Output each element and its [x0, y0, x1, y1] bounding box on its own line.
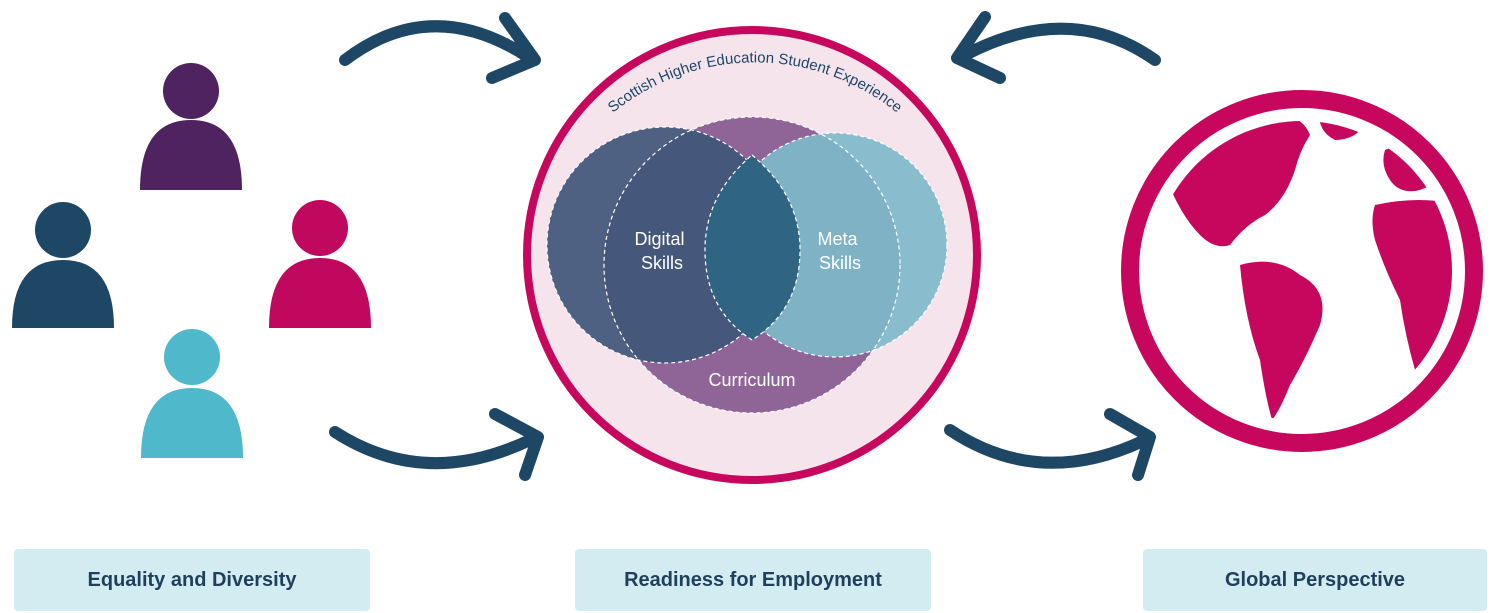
equality-diversity-label: Equality and Diversity: [14, 549, 370, 611]
global-perspective-label: Global Perspective: [1143, 549, 1487, 611]
curved-arrow-icon: [951, 11, 1161, 84]
curved-arrow-icon: [329, 408, 544, 481]
arrow-bottom-right: [944, 424, 1151, 469]
person-icon-navy: [12, 202, 114, 328]
arrow-top-right: [959, 22, 1161, 66]
curved-arrow-icon: [339, 12, 541, 84]
meta-skills-label: Meta Skills: [817, 229, 862, 273]
person-icon-magenta: [269, 200, 371, 328]
digital-skills-label: Digital Skills: [634, 229, 689, 273]
curriculum-label: Curriculum: [708, 370, 795, 390]
arrow-top-left: [339, 20, 531, 66]
person-icon-purple: [140, 63, 242, 190]
arrow-bottom-left: [329, 426, 536, 470]
readiness-employment-label: Readiness for Employment: [575, 549, 931, 611]
curved-arrow-icon: [944, 408, 1156, 481]
person-icon-teal: [141, 329, 243, 458]
globe-icon: [1121, 90, 1483, 452]
student-experience-circle: Scottish Higher Education Student Experi…: [523, 26, 981, 484]
